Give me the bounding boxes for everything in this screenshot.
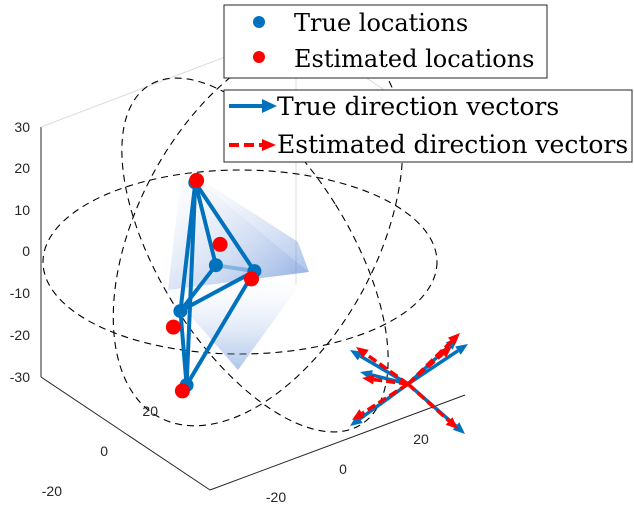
true-location-point	[173, 304, 188, 319]
legend-estimated-location-label: Estimated locations	[294, 45, 534, 73]
estimated-direction-vector-line	[364, 352, 410, 386]
z-tick-label: 10	[14, 202, 30, 218]
estimated-direction-vector-head	[352, 409, 365, 420]
true-location-point	[208, 258, 223, 273]
tetrahedron-edge	[178, 309, 189, 388]
x-axis-line	[40, 376, 211, 491]
estimated-direction-vector-line	[361, 382, 409, 415]
tetrahedron-edge	[193, 180, 218, 268]
estimated-direction-vector-line	[406, 340, 453, 386]
y-axis-line	[209, 394, 466, 491]
z-tick-label: 20	[14, 160, 30, 176]
estimated-direction-vector-line	[406, 382, 451, 423]
tetrahedron-edge	[184, 180, 198, 388]
x-tick-label: 0	[100, 443, 108, 459]
estimated-direction-vector-line	[373, 377, 409, 386]
z-tick-label: -20	[10, 327, 30, 343]
estimated-location-point	[244, 271, 259, 287]
estimated-direction-vector-head	[447, 333, 460, 345]
z-tick-label: -10	[10, 285, 30, 301]
z-tick-label: 30	[14, 119, 30, 135]
estimated-location-point	[174, 383, 190, 399]
estimated-direction-vector-head	[362, 374, 375, 385]
tetrahedron-edge	[178, 269, 257, 314]
z-tick-label: 0	[22, 243, 30, 259]
legend-vectors: True direction vectors Estimated directi…	[223, 89, 633, 163]
z-tick-label: -30	[10, 369, 30, 385]
tetrahedron-edge	[193, 180, 257, 274]
y-tick-label: -20	[266, 489, 286, 505]
true-direction-vector-head	[452, 422, 465, 434]
tetrahedron-edge	[178, 263, 218, 314]
estimated-location-point	[212, 236, 228, 252]
x-tick-label: 20	[142, 403, 158, 419]
true-direction-vector-line	[359, 354, 409, 386]
tetrahedron-edges	[178, 180, 257, 388]
estimated-direction-vector-head	[445, 417, 458, 429]
x-tick-label: -20	[42, 483, 62, 499]
legend-estimated-location-marker	[253, 51, 265, 63]
legend-locations-box	[223, 4, 548, 79]
estimated-direction-vector-head	[439, 346, 452, 358]
legend-true-location-label: True locations	[294, 9, 468, 37]
legend-estimated-vector-label: Estimated direction vectors	[277, 130, 628, 159]
legend-true-vector-label: True direction vectors	[277, 92, 559, 121]
legend-true-vector-head	[262, 99, 277, 113]
face-right	[182, 167, 309, 272]
estimated-direction-vector-head	[356, 347, 369, 358]
legend-estimated-vector-head	[262, 139, 276, 151]
meridian-circle-1	[112, 37, 404, 427]
true-direction-vector-head	[455, 344, 468, 355]
estimated-location-point	[165, 319, 181, 335]
y-tick-label: 20	[413, 431, 429, 447]
marker-layer	[165, 172, 262, 399]
y-tick-label: 0	[339, 461, 347, 477]
estimated-direction-vector-line	[406, 352, 445, 386]
tetrahedron-edge	[184, 269, 257, 388]
tick-labels: -30 -20 -10 0 10 20 30 -20 0 20 -20 0 20	[10, 119, 429, 505]
direction-vectors	[350, 333, 468, 434]
legend-true-location-marker	[253, 16, 265, 28]
legend-locations: True locations Estimated locations	[223, 4, 548, 79]
true-direction-vector-head	[350, 414, 363, 426]
legend-vectors-box	[223, 89, 633, 163]
meridian-circle-2	[121, 77, 389, 433]
estimated-location-point	[189, 172, 205, 188]
